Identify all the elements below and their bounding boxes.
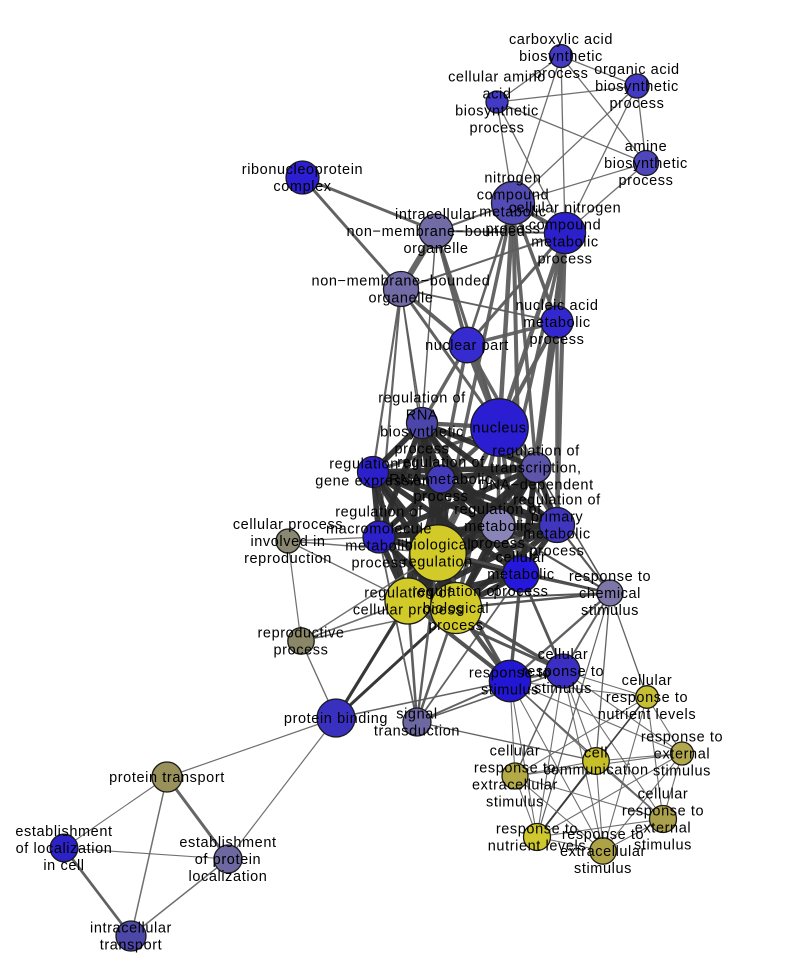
svg-text:protein binding: protein binding (284, 711, 388, 727)
svg-text:nuclear part: nuclear part (425, 338, 509, 354)
svg-text:nucleus: nucleus (472, 420, 526, 436)
svg-text:protein transport: protein transport (109, 770, 225, 786)
